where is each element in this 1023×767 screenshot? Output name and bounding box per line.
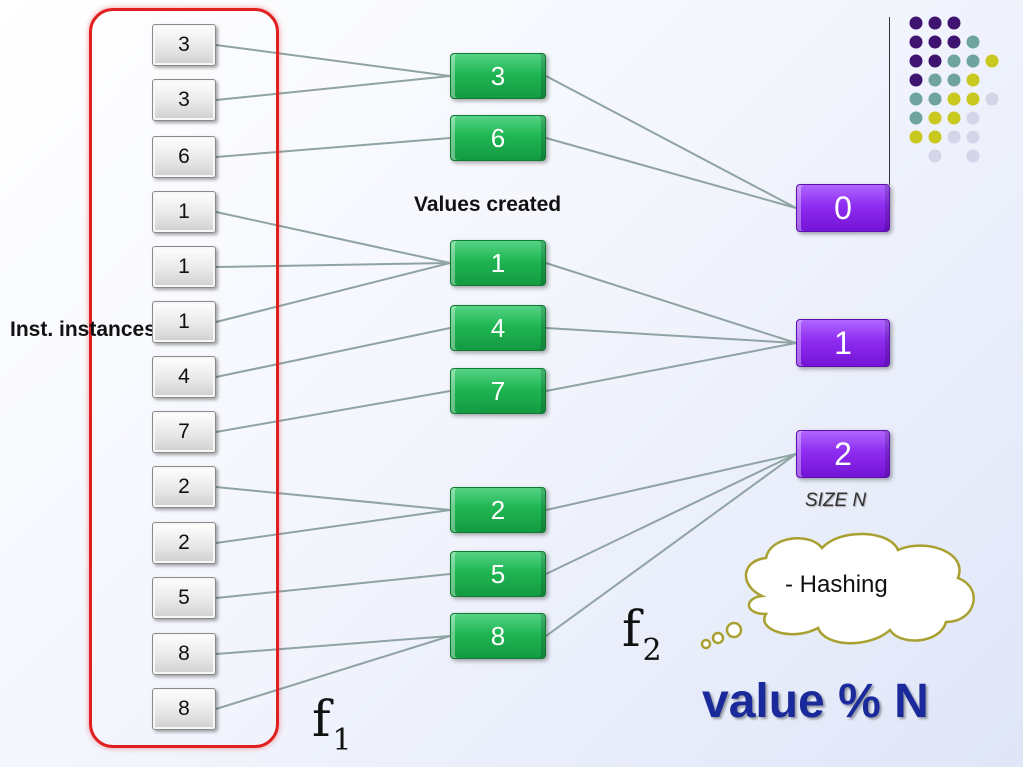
decor-dot (928, 92, 942, 106)
instances-label: Inst. instances (10, 318, 156, 341)
decor-dot (909, 92, 923, 106)
values-created-label: Values created (414, 193, 562, 216)
instance-box-2: 6 (152, 136, 216, 178)
f1-letter: f (312, 690, 331, 748)
value-box-0: 3 (450, 53, 546, 99)
wire-instance-12-to-value-7 (215, 635, 451, 710)
wire-value-2-to-bucket-1 (545, 262, 797, 344)
wire-value-0-to-bucket-0 (545, 75, 797, 209)
decor-dot (966, 35, 980, 49)
function-f1-label: f1 (312, 690, 352, 758)
decor-dot (909, 35, 923, 49)
hashing-text: - Hashing (785, 571, 888, 598)
f2-subscript: 2 (642, 633, 662, 668)
thought-cloud-icon (700, 532, 975, 650)
wire-instance-11-to-value-7 (215, 635, 451, 655)
instance-box-0: 3 (152, 24, 216, 66)
decor-dot (966, 73, 980, 87)
wire-instance-6-to-value-3 (215, 327, 451, 378)
decor-dot (947, 92, 961, 106)
decor-dot (909, 73, 923, 87)
instance-box-6: 4 (152, 356, 216, 398)
wire-value-5-to-bucket-2 (545, 453, 797, 511)
wire-instance-10-to-value-6 (215, 573, 451, 599)
wire-instance-8-to-value-5 (215, 486, 451, 511)
function-f2-label: f2 (622, 600, 662, 668)
decor-dot (966, 111, 980, 125)
wire-instance-0-to-value-0 (215, 44, 451, 77)
decor-dot (966, 130, 980, 144)
f1-subscript: 1 (332, 723, 352, 758)
instance-box-10: 5 (152, 577, 216, 619)
decor-dot (928, 111, 942, 125)
value-box-4: 7 (450, 368, 546, 414)
decor-dot (947, 35, 961, 49)
size-n-label: SIZE N (805, 490, 867, 511)
instance-box-5: 1 (152, 301, 216, 343)
wire-value-7-to-bucket-2 (545, 453, 797, 637)
bucket-box-2: 2 (796, 430, 890, 478)
decor-dot (928, 130, 942, 144)
value-box-2: 1 (450, 240, 546, 286)
wire-instance-7-to-value-4 (215, 390, 451, 433)
instance-box-7: 7 (152, 411, 216, 453)
decor-dot (947, 130, 961, 144)
value-box-5: 2 (450, 487, 546, 533)
wire-instance-2-to-value-1 (215, 137, 451, 158)
decor-dot (909, 111, 923, 125)
decor-dot (966, 54, 980, 68)
wire-instance-1-to-value-0 (215, 75, 451, 101)
value-box-6: 5 (450, 551, 546, 597)
wire-value-4-to-bucket-1 (545, 342, 797, 392)
wire-value-1-to-bucket-0 (545, 137, 797, 209)
value-box-3: 4 (450, 305, 546, 351)
instances-frame (89, 8, 279, 748)
decor-dot (985, 92, 999, 106)
decor-dot (928, 149, 942, 163)
decor-dot (909, 54, 923, 68)
bucket-box-1: 1 (796, 319, 890, 367)
instance-box-4: 1 (152, 246, 216, 288)
wire-value-6-to-bucket-2 (545, 453, 797, 575)
wire-instance-3-to-value-2 (215, 211, 451, 264)
decor-dot (909, 130, 923, 144)
decor-dot (966, 149, 980, 163)
instance-box-12: 8 (152, 688, 216, 730)
decor-dot (947, 54, 961, 68)
divider-line (889, 17, 890, 185)
decor-dot (985, 54, 999, 68)
decor-dot (928, 16, 942, 30)
wire-instance-4-to-value-2 (215, 262, 451, 268)
hash-formula: value % N (702, 675, 929, 728)
instance-box-11: 8 (152, 633, 216, 675)
wire-value-3-to-bucket-1 (545, 327, 797, 344)
instance-box-1: 3 (152, 79, 216, 121)
decor-dot (947, 73, 961, 87)
instance-box-9: 2 (152, 522, 216, 564)
instance-box-8: 2 (152, 466, 216, 508)
value-box-7: 8 (450, 613, 546, 659)
f2-letter: f (622, 600, 641, 658)
value-box-1: 6 (450, 115, 546, 161)
bucket-box-0: 0 (796, 184, 890, 232)
wire-instance-9-to-value-5 (215, 509, 451, 544)
wire-instance-5-to-value-2 (215, 262, 451, 323)
decor-dot (966, 92, 980, 106)
instance-box-3: 1 (152, 191, 216, 233)
decor-dot (947, 16, 961, 30)
decor-dot (928, 73, 942, 87)
decor-dot (928, 54, 942, 68)
decor-dot (928, 35, 942, 49)
decor-dot (947, 111, 961, 125)
decor-dot (909, 16, 923, 30)
decorative-dot-grid (909, 16, 999, 163)
